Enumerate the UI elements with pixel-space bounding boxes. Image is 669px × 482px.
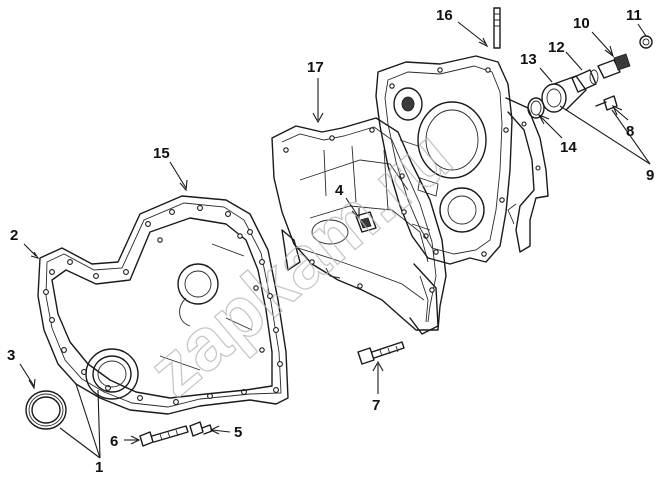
gear-housing bbox=[271, 117, 447, 331]
watermark: zapkam.ru bbox=[133, 113, 467, 412]
callout-14: 14 bbox=[560, 139, 577, 156]
callout-4: 4 bbox=[335, 182, 344, 199]
callout-16: 16 bbox=[436, 7, 453, 24]
front-cover-gasket bbox=[37, 195, 289, 415]
callout-labels: 1 2 3 4 5 6 7 8 9 10 11 12 13 14 15 16 1… bbox=[7, 7, 654, 476]
housing-lower-rail bbox=[409, 263, 439, 335]
callout-13: 13 bbox=[520, 51, 537, 68]
callout-11: 11 bbox=[626, 7, 642, 24]
rear-housing-gasket bbox=[505, 97, 549, 253]
callout-1: 1 bbox=[95, 459, 103, 476]
callout-5: 5 bbox=[234, 424, 242, 441]
front-gear-cover bbox=[51, 217, 273, 400]
callout-7: 7 bbox=[372, 397, 380, 414]
callout-2: 2 bbox=[10, 227, 18, 244]
callout-8: 8 bbox=[626, 123, 634, 140]
callout-17: 17 bbox=[307, 59, 324, 76]
callout-15: 15 bbox=[153, 145, 170, 162]
callout-12: 12 bbox=[548, 39, 565, 56]
callout-6: 6 bbox=[110, 433, 118, 450]
housing-stud bbox=[355, 211, 377, 233]
accessory-drive-assembly bbox=[527, 35, 653, 119]
rear-gear-housing bbox=[375, 7, 513, 265]
front-oil-seal bbox=[25, 390, 67, 430]
callout-3: 3 bbox=[7, 347, 15, 364]
bolt-7 bbox=[357, 341, 405, 365]
callout-10: 10 bbox=[573, 15, 590, 32]
bolt-5 bbox=[189, 421, 213, 437]
gasket-bolt-holes bbox=[43, 205, 283, 405]
callout-leaders bbox=[19, 21, 651, 459]
bolt-6 bbox=[139, 425, 189, 447]
callout-9: 9 bbox=[646, 167, 654, 184]
